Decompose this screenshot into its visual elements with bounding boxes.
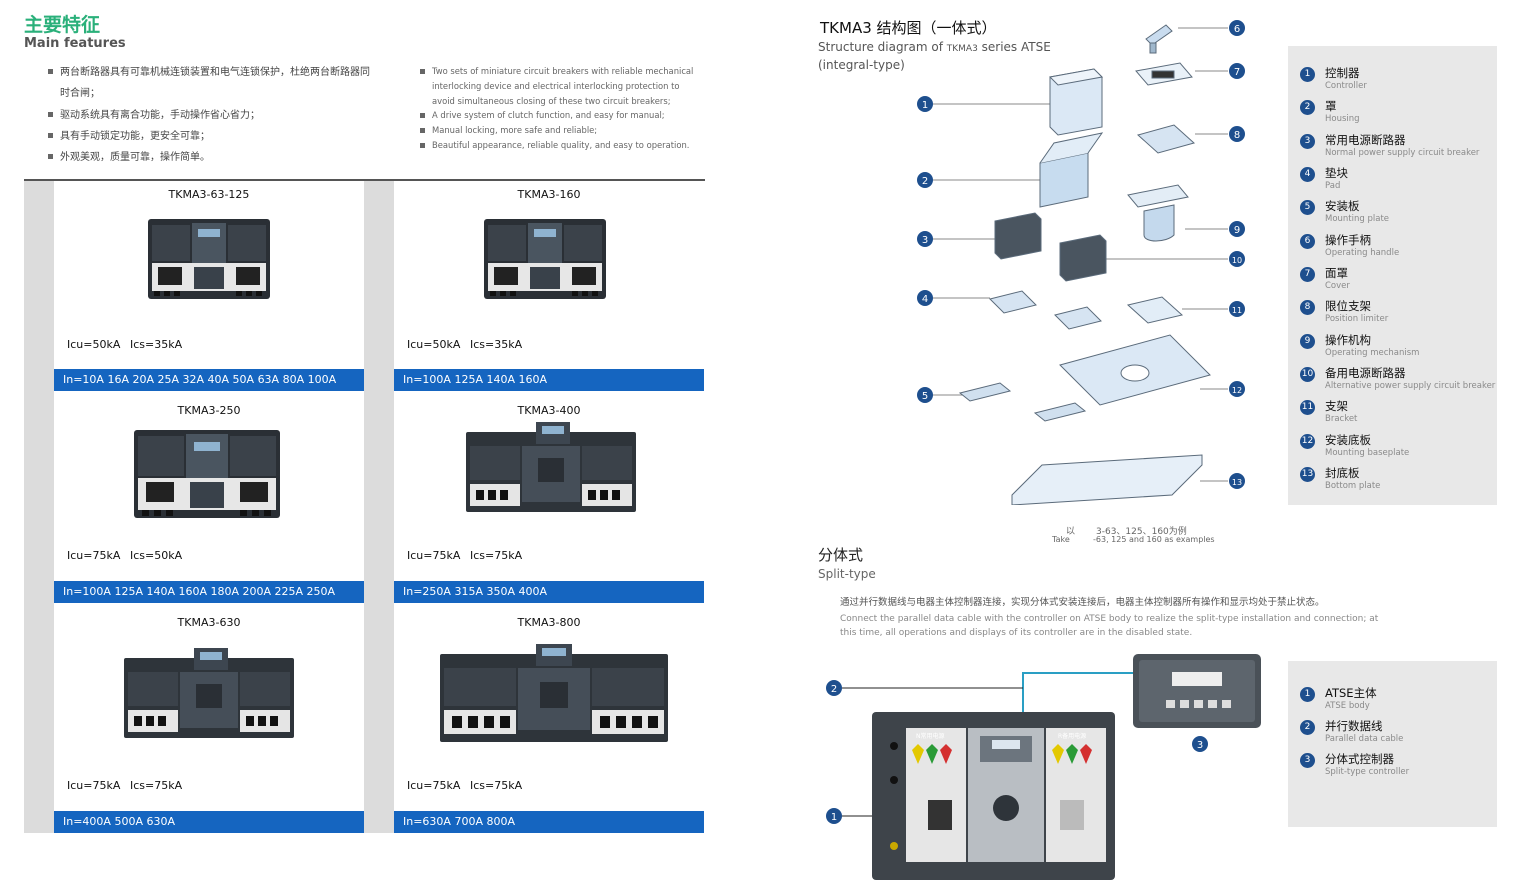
product-image <box>484 219 606 299</box>
diagram-title: TKMA3 结构图（一体式） <box>820 19 997 37</box>
svg-text:9: 9 <box>1234 225 1240 236</box>
features-subtitle: Main features <box>24 36 126 51</box>
panel-label-normal: N常用电源 <box>916 732 945 740</box>
svg-text:11: 11 <box>1232 306 1242 315</box>
product-card: TKMA3-250 Icu=75kA Ics=50kA In=100A 125A… <box>54 392 364 604</box>
feature-item: 外观美观，质量可靠，操作简单。 <box>48 147 378 168</box>
feature-item: 两台断路器具有可靠机械连锁装置和电气连锁保护，杜绝两台断路器同时合闸； <box>48 62 378 105</box>
current-rating-bar: In=100A 125A 140A 160A <box>394 369 704 391</box>
svg-text:3: 3 <box>922 235 928 246</box>
feature-item: 具有手动锁定功能，更安全可靠； <box>48 126 378 147</box>
svg-text:2: 2 <box>831 684 837 695</box>
gray-column <box>24 181 54 392</box>
icu-rating: Icu=75kA <box>407 549 461 562</box>
feature-item: Manual locking, more safe and reliable; <box>420 123 705 138</box>
gray-column <box>24 392 54 604</box>
product-image <box>124 648 294 738</box>
product-card: TKMA3-800 Icu=75kA Ics=75kA In=630A 700A… <box>394 604 704 833</box>
icu-rating: Icu=50kA <box>407 338 461 351</box>
product-card: TKMA3-400 Icu=75kA Ics=75kA In=250A 315A… <box>394 392 704 604</box>
gray-column <box>364 181 394 392</box>
divider <box>24 179 705 181</box>
split-title: 分体式 <box>818 546 864 564</box>
icu-rating: Icu=75kA <box>67 549 121 562</box>
product-card: TKMA3-630 Icu=75kA Ics=75kA In=400A 500A… <box>54 604 364 833</box>
svg-text:13: 13 <box>1232 478 1242 487</box>
current-rating-bar: In=400A 500A 630A <box>54 811 364 833</box>
current-rating-bar: In=250A 315A 350A 400A <box>394 581 704 603</box>
ics-rating: Ics=35kA <box>130 338 183 351</box>
svg-text:2: 2 <box>922 176 928 187</box>
feature-item: Two sets of miniature circuit breakers w… <box>420 64 705 108</box>
svg-text:3: 3 <box>1197 740 1203 751</box>
features-list-cn: 两台断路器具有可靠机械连锁装置和电气连锁保护，杜绝两台断路器同时合闸； 驱动系统… <box>48 62 378 168</box>
svg-text:10: 10 <box>1232 256 1242 265</box>
product-image <box>148 219 270 299</box>
current-rating-bar: In=100A 125A 140A 160A 180A 200A 225A 25… <box>54 581 364 603</box>
gray-column <box>364 392 394 604</box>
product-model: TKMA3-63-125 <box>168 188 250 201</box>
product-card: TKMA3-63-125 Icu=50kA Ics=35kA In=10A 16… <box>54 181 364 408</box>
diagram-note-en-b: -63, 125 and 160 as examples <box>1093 535 1215 544</box>
ics-rating: Ics=75kA <box>130 779 183 792</box>
feature-item: Beautiful appearance, reliable quality, … <box>420 138 705 153</box>
gray-column <box>364 604 394 833</box>
ics-rating: Ics=75kA <box>470 779 523 792</box>
product-model: TKMA3-250 <box>177 404 241 417</box>
svg-text:12: 12 <box>1232 386 1242 395</box>
split-type-diagram: N常用电源 R备用电源 2 1 3 <box>826 654 1261 880</box>
feature-item: A drive system of clutch function, and e… <box>420 108 705 123</box>
icu-rating: Icu=75kA <box>407 779 461 792</box>
svg-text:1: 1 <box>831 812 837 823</box>
split-subtitle: Split-type <box>818 567 876 581</box>
svg-text:6: 6 <box>1234 24 1240 35</box>
split-description-cn: 通过并行数据线与电器主体控制器连接，实现分体式安装连接后，电器主体控制器所有操作… <box>840 597 1325 608</box>
diagram-subtitle: Structure diagram of TKMA3 series ATSE (… <box>818 40 1051 72</box>
current-rating-bar: In=630A 700A 800A <box>394 811 704 833</box>
ics-rating: Ics=35kA <box>470 338 523 351</box>
split-description-en: Connect the parallel data cable with the… <box>840 614 1379 638</box>
diagram-note-cn-a: 以 <box>1066 527 1076 537</box>
diagram-note-en-a: Take <box>1052 535 1070 544</box>
current-rating-bar: In=10A 16A 20A 25A 32A 40A 50A 63A 80A 1… <box>54 369 364 408</box>
product-card: TKMA3-160 Icu=50kA Ics=35kA In=100A 125A… <box>394 181 704 392</box>
svg-text:1: 1 <box>922 100 928 111</box>
ics-rating: Ics=75kA <box>470 549 523 562</box>
icu-rating: Icu=75kA <box>67 779 121 792</box>
svg-text:4: 4 <box>922 294 928 305</box>
features-title: 主要特征 <box>24 14 101 36</box>
exploded-diagram: 1 2 3 4 5 6 7 8 9 10 11 12 13 <box>917 20 1245 505</box>
gray-column <box>24 604 54 833</box>
feature-item: 驱动系统具有离合功能，手动操作省心省力； <box>48 105 378 126</box>
svg-text:8: 8 <box>1234 130 1240 141</box>
product-image <box>134 430 280 518</box>
svg-text:5: 5 <box>922 391 928 402</box>
svg-text:7: 7 <box>1234 67 1240 78</box>
product-model: TKMA3-630 <box>177 616 241 629</box>
product-model: TKMA3-800 <box>517 616 581 629</box>
ics-rating: Ics=50kA <box>130 549 183 562</box>
product-model: TKMA3-400 <box>517 404 581 417</box>
icu-rating: Icu=50kA <box>67 338 121 351</box>
product-image <box>440 644 668 742</box>
product-image <box>466 422 636 512</box>
diagram-note-cn-b: 3-63、125、160为例 <box>1096 527 1187 537</box>
panel-label-alt: R备用电源 <box>1058 732 1086 740</box>
product-model: TKMA3-160 <box>517 188 581 201</box>
features-list-en: Two sets of miniature circuit breakers w… <box>420 64 705 153</box>
